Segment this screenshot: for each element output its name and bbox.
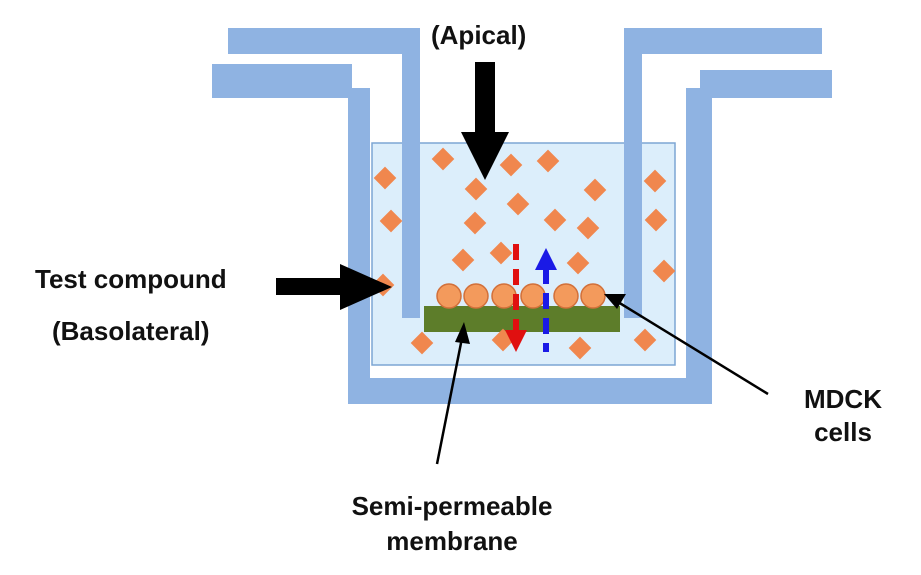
outer-well-wall [212, 64, 832, 404]
mdck-cell [436, 283, 462, 309]
basolateral-dosing-arrow [276, 264, 392, 310]
basolateral-label: (Basolateral) [52, 316, 210, 346]
outer-well [212, 64, 832, 404]
mdck-cell [553, 283, 579, 309]
mdck-cell-layer [436, 283, 606, 309]
semi-permeable-membrane [424, 306, 620, 332]
mdck-cell [520, 283, 546, 309]
apical-label: (Apical) [431, 20, 527, 50]
membrane-label-line-1: Semi-permeable [351, 491, 553, 521]
compound-particle [633, 328, 657, 352]
membrane-callout-arrow [435, 322, 470, 465]
mdck-cell [580, 283, 606, 309]
compound-particle [568, 336, 592, 360]
basolateral-dosing-arrow-shaft [276, 278, 346, 295]
membrane-label-line-2: membrane [386, 526, 518, 556]
mdck-cell [491, 283, 517, 309]
influx-arrow-head [535, 248, 557, 270]
mdck-cell [463, 283, 489, 309]
mdck-callout-line [617, 300, 769, 396]
test-compound-label: Test compound [35, 264, 227, 294]
apical-dosing-arrow-shaft [475, 62, 495, 134]
membrane-callout-line [435, 337, 464, 465]
influx-arrow [535, 248, 557, 352]
mdck-cells-label: MDCK cells [788, 386, 898, 445]
efflux-arrow-head [505, 330, 527, 352]
mdck-label-line-2: cells [814, 417, 872, 447]
apical-dosing-arrow [461, 62, 509, 180]
apical-dosing-arrow-head [461, 132, 509, 180]
compound-particle [410, 331, 434, 355]
compound-particle [652, 259, 676, 283]
efflux-arrow [505, 244, 527, 352]
outer-well-bottom-edge [348, 390, 712, 404]
membrane-label: Semi-permeable membrane [322, 493, 582, 554]
basolateral-dosing-arrow-head [340, 264, 392, 310]
membrane-callout-head [455, 322, 470, 344]
mdck-callout-arrow [604, 294, 769, 396]
mdck-label-line-1: MDCK [804, 384, 882, 414]
mdck-callout-head [604, 294, 626, 309]
